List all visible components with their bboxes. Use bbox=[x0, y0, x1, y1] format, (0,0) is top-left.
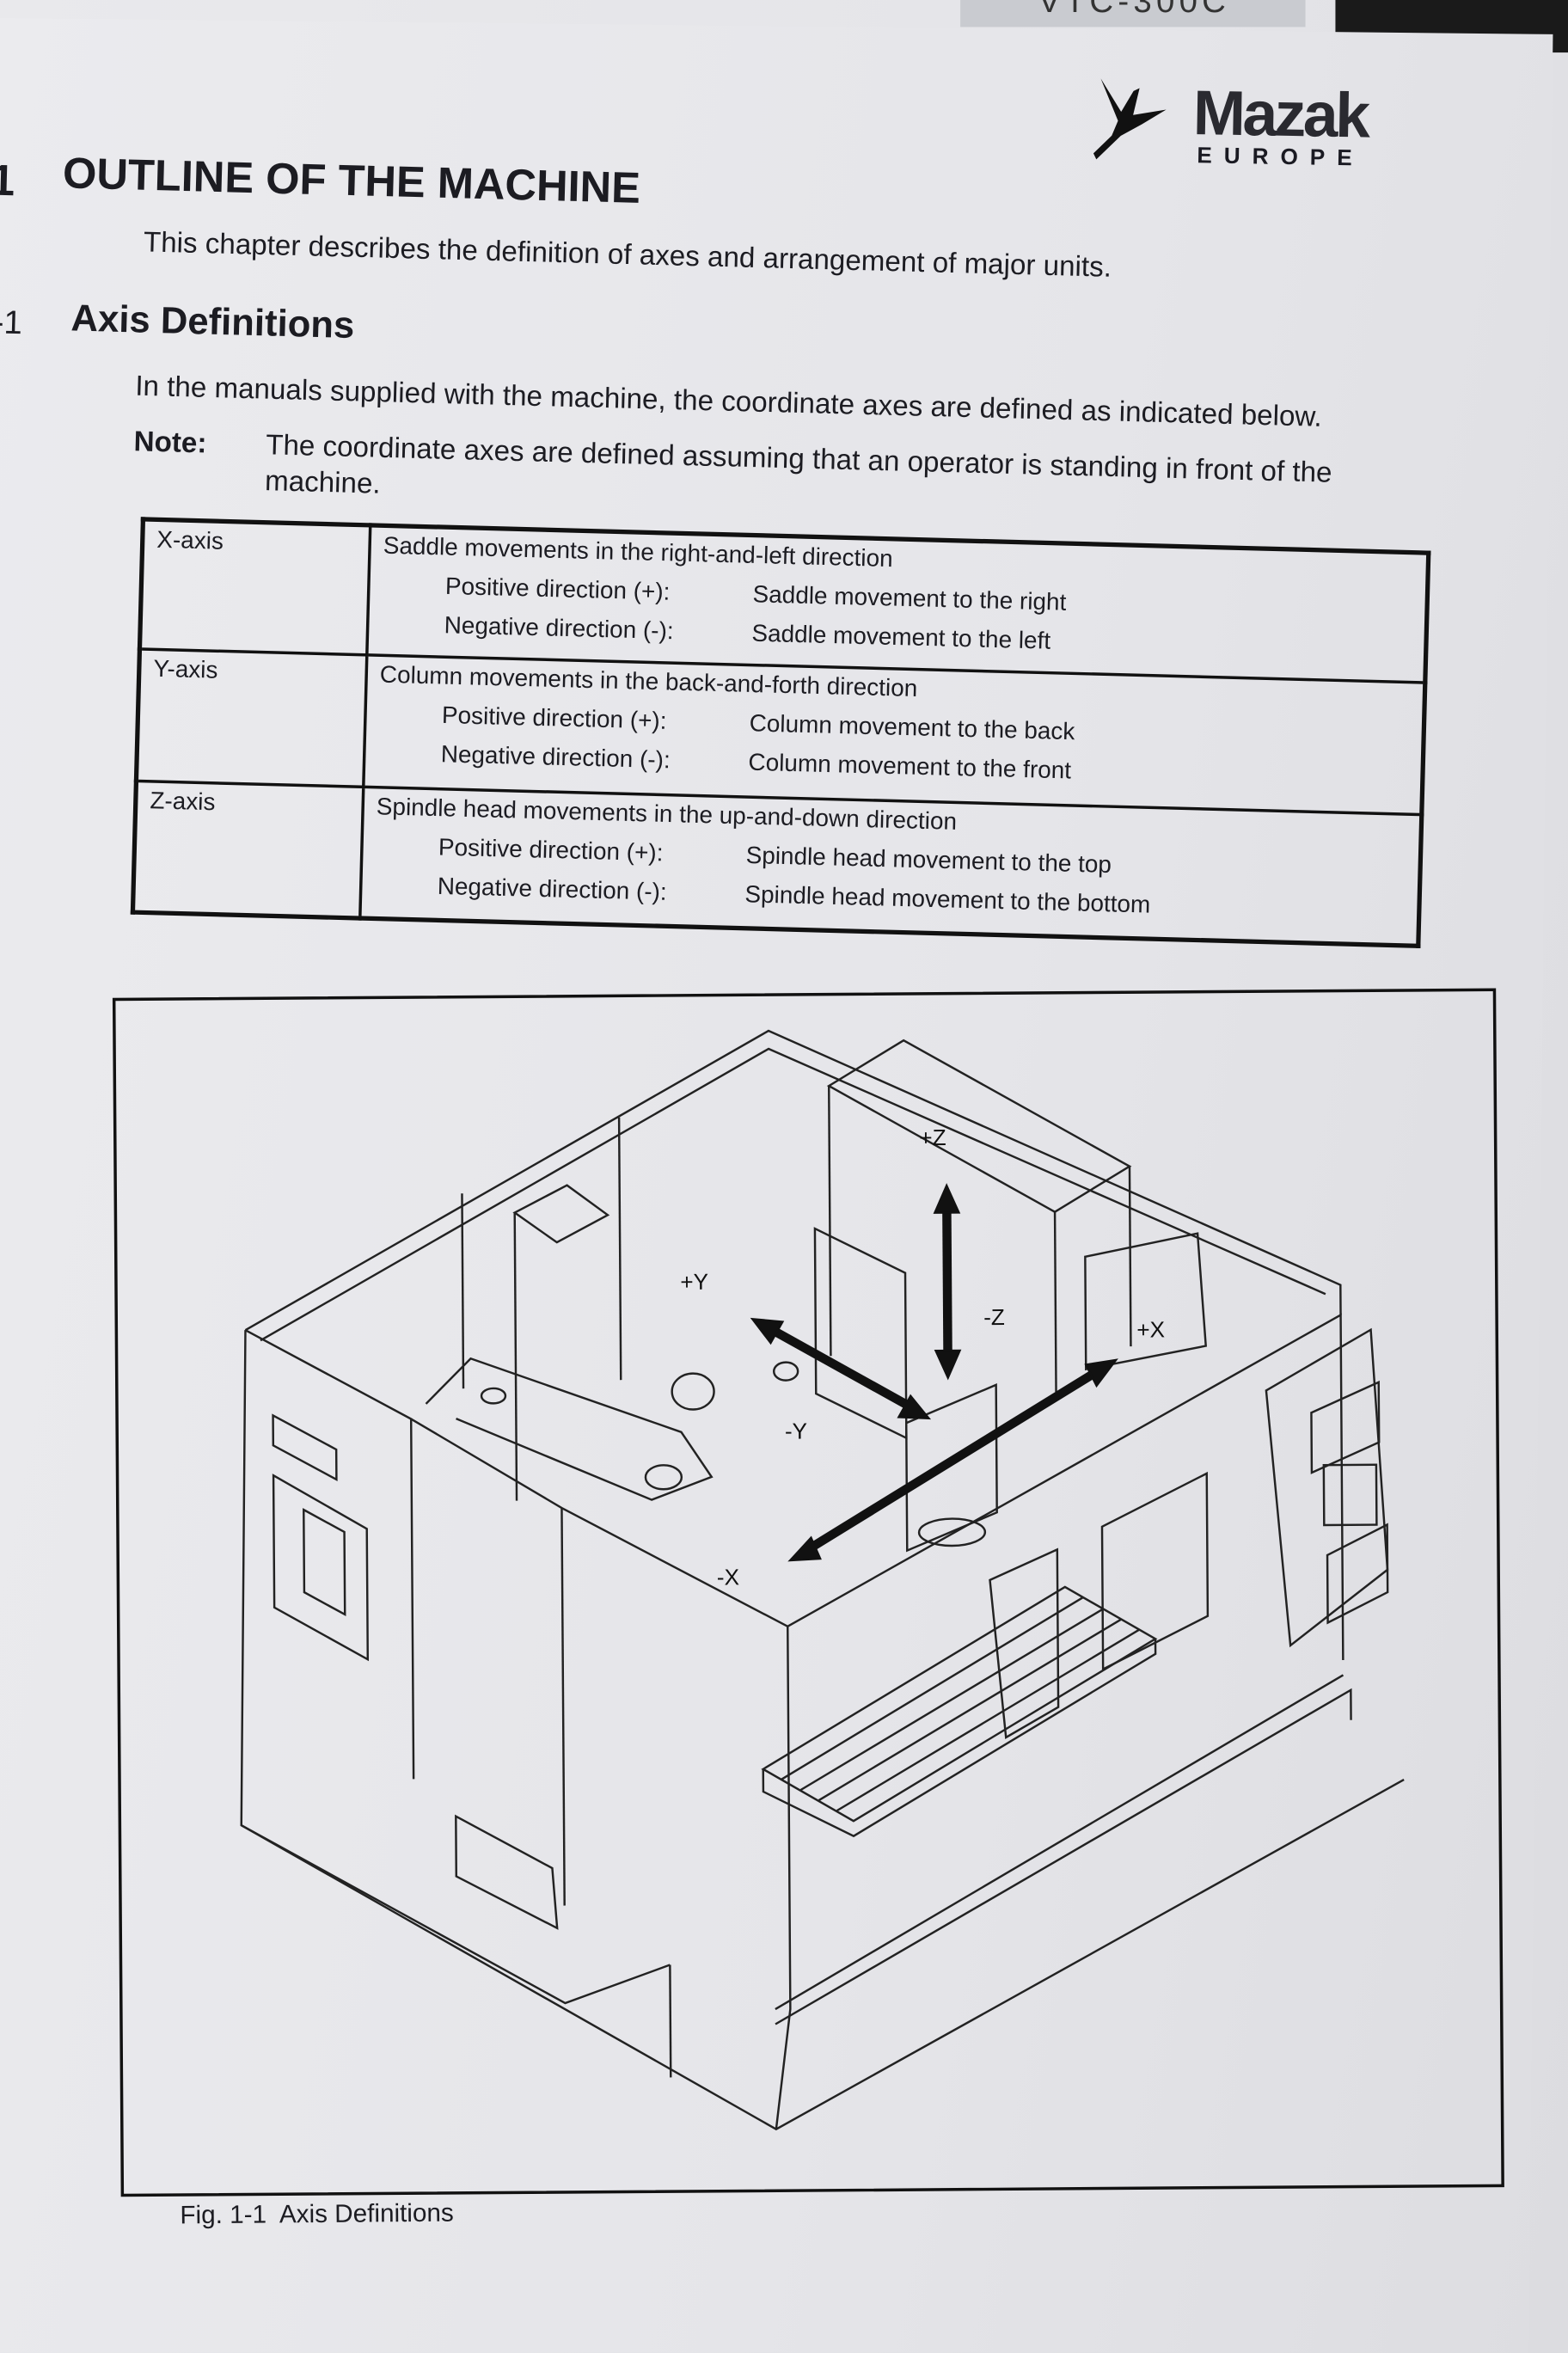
underlying-page-text: VTC-300C bbox=[1038, 0, 1231, 20]
worktable bbox=[761, 1471, 1210, 1838]
plus-x-label: +X bbox=[1136, 1316, 1165, 1342]
figure-caption-number: Fig. 1-1 bbox=[180, 2200, 267, 2230]
plus-z-label: +Z bbox=[919, 1124, 946, 1150]
z-axis-arrow bbox=[942, 1204, 952, 1363]
figure-caption: Fig. 1-1 Axis Definitions bbox=[180, 2198, 454, 2231]
minus-x-label: -X bbox=[717, 1564, 739, 1590]
plus-x-arrowhead bbox=[1084, 1358, 1118, 1388]
tool-magazine bbox=[425, 1184, 799, 1501]
minus-z-label: -Z bbox=[983, 1304, 1005, 1330]
underlying-page: VTC-300C bbox=[960, 0, 1306, 28]
column-and-spindle bbox=[813, 1039, 1208, 1553]
plus-y-label: +Y bbox=[680, 1269, 708, 1295]
plus-z-arrowhead bbox=[933, 1183, 961, 1214]
y-axis-arrow bbox=[763, 1322, 918, 1414]
axis-figure: +Z -Z +Y -Y +X -X bbox=[112, 988, 1504, 2197]
figure-caption-title: Axis Definitions bbox=[279, 2198, 454, 2229]
minus-y-label: -Y bbox=[785, 1418, 807, 1443]
minus-y-arrowhead bbox=[897, 1394, 932, 1420]
axis-arrows bbox=[750, 1183, 1118, 1562]
x-axis-arrow bbox=[802, 1365, 1104, 1555]
minus-z-arrowhead bbox=[934, 1349, 962, 1381]
crane-bird-icon bbox=[1093, 78, 1167, 160]
minus-x-arrowhead bbox=[787, 1535, 822, 1562]
control-panel bbox=[1265, 1327, 1389, 1648]
plus-y-arrowhead bbox=[750, 1317, 785, 1345]
mazak-logo: Mazak EUROPE bbox=[1087, 75, 1411, 186]
machine-enclosure bbox=[240, 1029, 1405, 2131]
